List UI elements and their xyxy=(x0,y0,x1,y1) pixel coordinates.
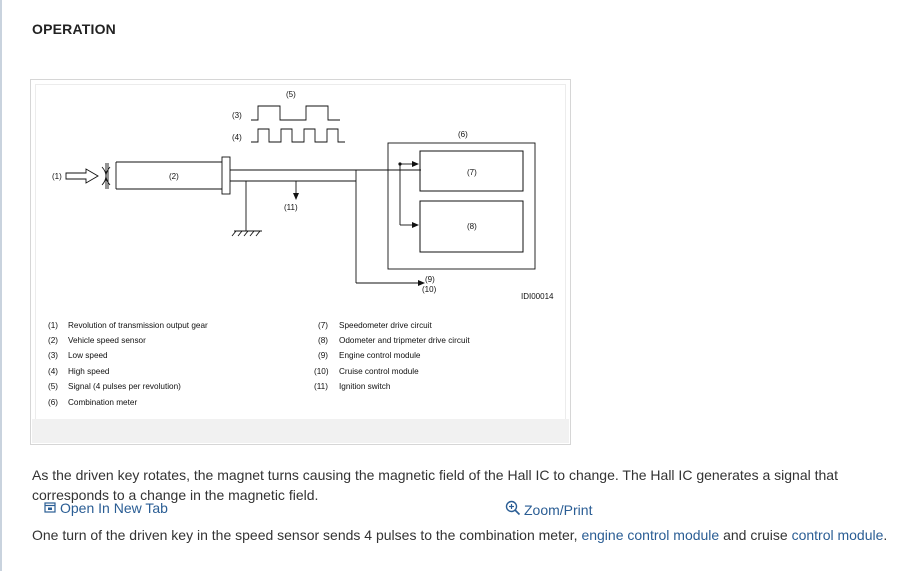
figure-container: (1) (2) xyxy=(30,79,592,518)
label-1: (1) xyxy=(52,172,62,181)
speedometer-circuit-box xyxy=(419,150,524,192)
label-9: (9) xyxy=(425,275,435,284)
legend-text-11: Ignition switch xyxy=(339,382,391,391)
legend-num-8: (8) xyxy=(318,336,328,345)
legend-text-9: Engine control module xyxy=(339,351,421,360)
low-speed-waveform xyxy=(251,105,340,121)
legend-num-10: (10) xyxy=(314,367,329,376)
legend-num-3: (3) xyxy=(48,351,58,360)
section-heading: OPERATION xyxy=(32,21,116,37)
label-10: (10) xyxy=(422,285,437,294)
legend-num-2: (2) xyxy=(48,336,58,345)
legend-right: (7) Speedometer drive circuit (8) Odomet… xyxy=(314,321,470,391)
meter-wiring xyxy=(399,163,416,226)
speed-sensor-diagram: (1) (2) xyxy=(48,90,554,407)
legend-num-6: (6) xyxy=(48,398,58,407)
zoom-in-icon xyxy=(505,500,521,519)
legend-text-10: Cruise control module xyxy=(339,367,419,376)
combination-meter-box xyxy=(387,142,536,270)
label-5: (5) xyxy=(286,90,296,99)
legend-text-2: Vehicle speed sensor xyxy=(68,336,146,345)
ignition-arrow xyxy=(293,193,299,200)
legend-text-4: High speed xyxy=(68,367,110,376)
label-2: (2) xyxy=(169,172,179,181)
legend-num-9: (9) xyxy=(318,351,328,360)
open-in-new-tab-label: Open In New Tab xyxy=(60,500,168,516)
engine-control-module-link[interactable]: engine control module xyxy=(581,527,720,543)
input-arrow xyxy=(65,168,99,184)
odometer-circuit-box xyxy=(419,200,524,253)
paragraph-pulses-text-start: One turn of the driven key in the speed … xyxy=(32,527,582,543)
legend-num-5: (5) xyxy=(48,382,58,391)
module-arrow xyxy=(418,280,425,286)
high-speed-waveform xyxy=(251,128,345,143)
zoom-print-label: Zoom/Print xyxy=(524,501,593,518)
legend-text-7: Speedometer drive circuit xyxy=(339,321,433,330)
label-11: (11) xyxy=(284,203,298,212)
left-edge-border xyxy=(0,0,2,571)
paragraph-pulses: One turn of the driven key in the speed … xyxy=(32,525,907,545)
legend-text-5: Signal (4 pulses per revolution) xyxy=(68,382,181,391)
legend-text-1: Revolution of transmission output gear xyxy=(68,321,208,330)
legend-text-8: Odometer and tripmeter drive circuit xyxy=(339,336,470,345)
figure-footer xyxy=(32,419,569,443)
label-3: (3) xyxy=(232,111,242,120)
signal-lines xyxy=(295,169,422,284)
open-in-new-tab-link[interactable]: Open In New Tab xyxy=(44,500,168,516)
figure-image: (1) (2) xyxy=(35,84,566,421)
open-in-new-tab-icon xyxy=(44,500,56,516)
zoom-print-link[interactable]: Zoom/Print xyxy=(505,500,592,519)
ground-symbol xyxy=(231,181,262,237)
legend-num-7: (7) xyxy=(318,321,328,330)
legend-text-6: Combination meter xyxy=(68,398,137,407)
paragraph-pulses-text-middle: and cruise xyxy=(719,527,792,543)
paragraph-hall-ic: As the driven key rotates, the magnet tu… xyxy=(32,467,838,503)
label-4: (4) xyxy=(232,133,242,142)
control-module-link[interactable]: control module xyxy=(791,527,884,543)
sensor-body xyxy=(115,156,296,195)
label-7: (7) xyxy=(467,168,477,177)
legend-num-1: (1) xyxy=(48,321,58,330)
odometer-arrow xyxy=(412,222,419,228)
figure-id: IDI00014 xyxy=(521,292,554,301)
label-6: (6) xyxy=(458,130,468,139)
speedometer-arrow xyxy=(412,161,419,167)
legend-num-4: (4) xyxy=(48,367,58,376)
legend-text-3: Low speed xyxy=(68,351,108,360)
junction-dot xyxy=(398,162,402,166)
legend-left: (1) Revolution of transmission output ge… xyxy=(48,321,208,407)
legend-num-11: (11) xyxy=(314,382,328,391)
gear-symbol xyxy=(101,163,111,189)
label-8: (8) xyxy=(467,222,477,231)
paragraph-pulses-text-end: . xyxy=(883,527,888,543)
